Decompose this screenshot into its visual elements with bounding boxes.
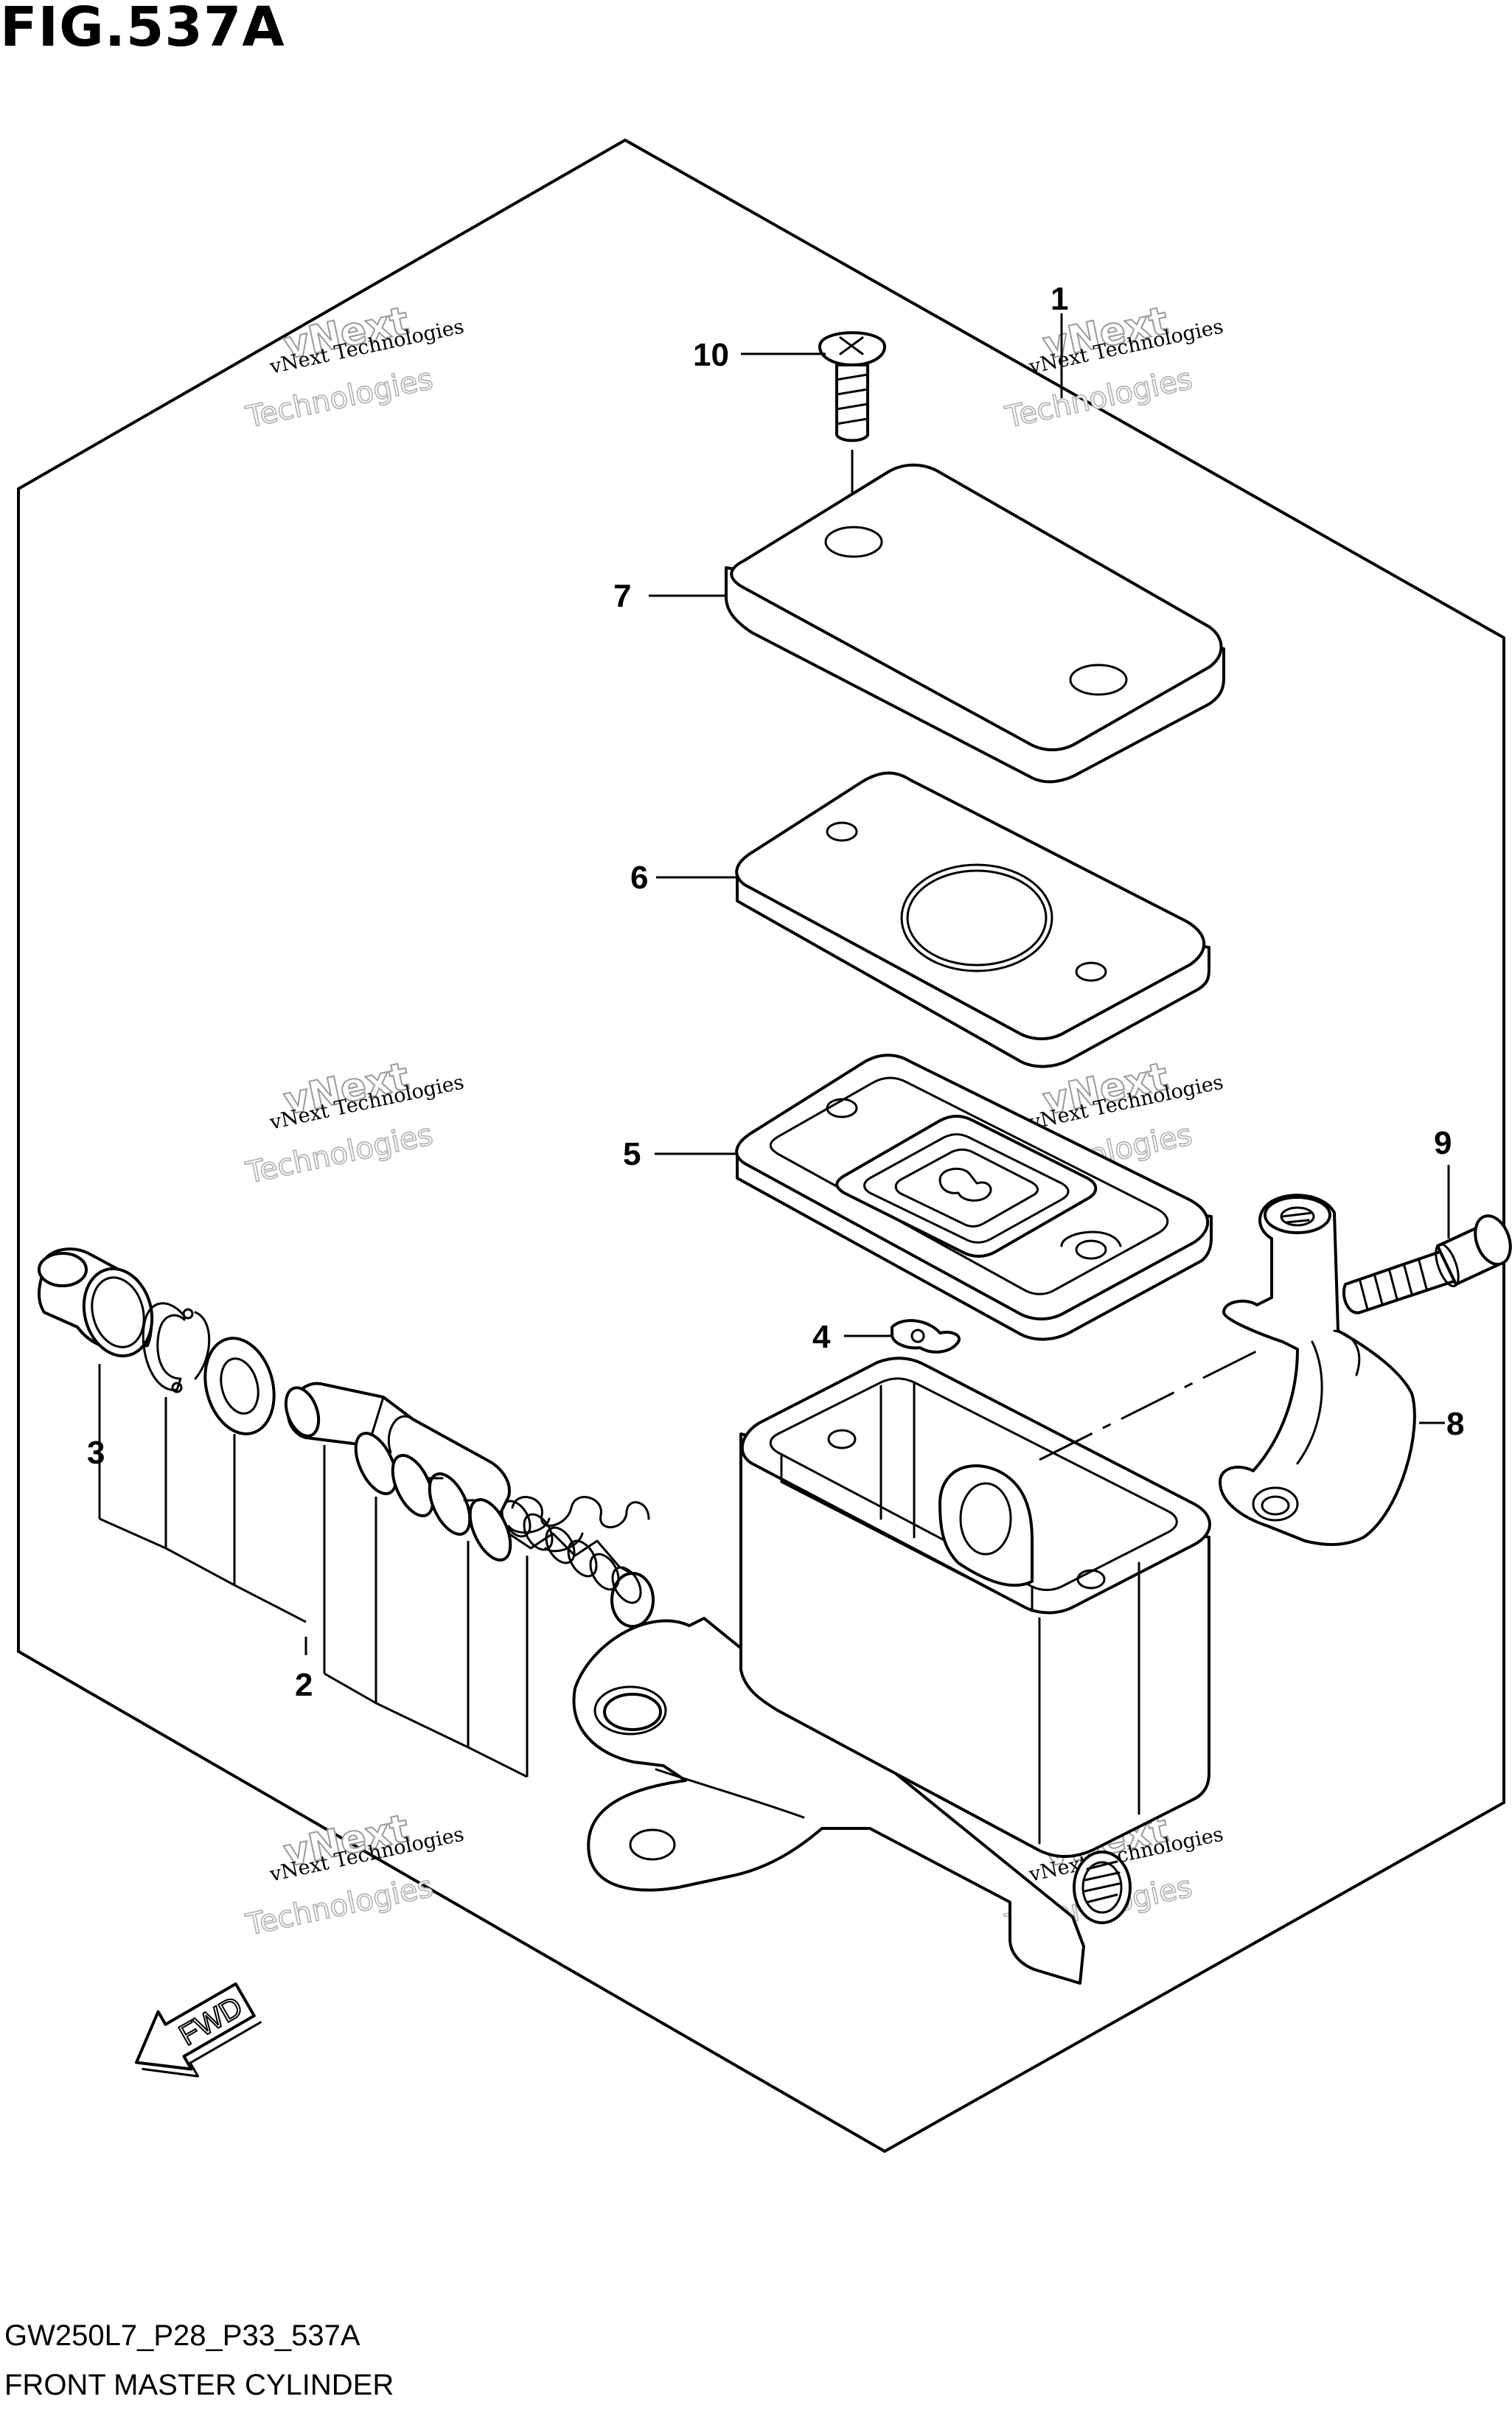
callout-2: 2: [295, 1667, 313, 1703]
part-6-diaphragm-plate: [735, 771, 1210, 1068]
callout-4: 4: [812, 1319, 831, 1355]
part-5-diaphragm: [735, 1054, 1213, 1341]
watermark-mid-left: vNext Technologies vNext Technologies: [243, 1054, 467, 1191]
callout-9: 9: [1434, 1125, 1452, 1161]
watermark-top-left: vNext Technologies vNext Technologies: [243, 298, 467, 435]
model-code: GW250L7_P28_P33_537A: [4, 2319, 360, 2352]
group-name: FRONT MASTER CYLINDER: [4, 2369, 394, 2401]
callout-10: 10: [693, 337, 729, 373]
watermark-bottom-left: vNext Technologies vNext Technologies: [243, 1806, 467, 1943]
callout-1: 1: [1051, 281, 1068, 317]
fwd-direction-arrow: FWD: [135, 1982, 262, 2078]
figure-title: FIG.537A: [0, 0, 285, 59]
assembly-frame: [17, 138, 1505, 2154]
callout-7: 7: [613, 578, 631, 614]
part-4-clip: [891, 1319, 961, 1354]
watermark-top-right: vNext Technologies vNext Technologies: [1002, 298, 1226, 435]
callout-6: 6: [630, 860, 648, 896]
part-8-lever-bracket: [1219, 1194, 1416, 1546]
callout-5: 5: [623, 1136, 641, 1172]
leader-lines: [98, 313, 1450, 1778]
callout-8: 8: [1446, 1406, 1464, 1442]
part-2-piston-set: [284, 1382, 655, 1628]
callout-3: 3: [87, 1435, 105, 1471]
part-1-master-cylinder-body: [572, 1348, 1261, 1985]
part-7-reservoir-cap: [725, 463, 1225, 784]
part-9-pivot-bolt: [1342, 1214, 1512, 1315]
part-3-boot-set: [38, 1247, 276, 1435]
